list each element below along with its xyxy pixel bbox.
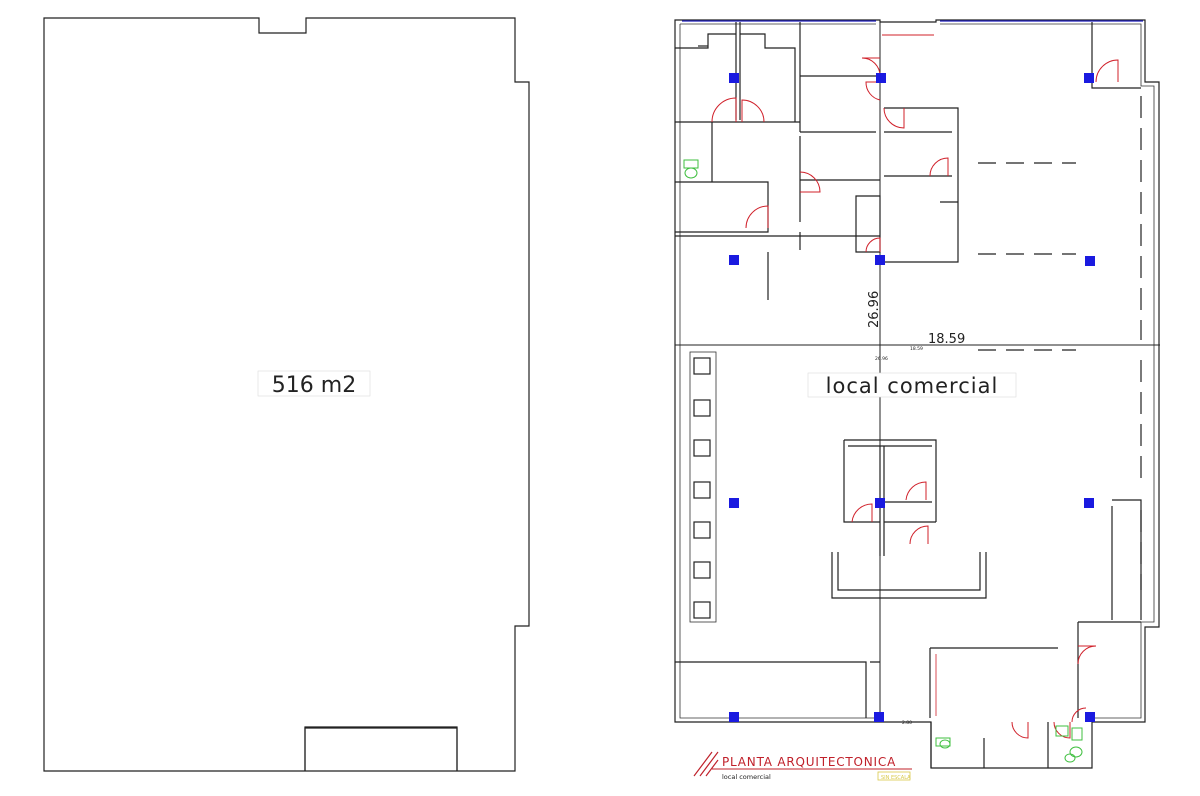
- toilet-icon: [683, 159, 699, 179]
- upper-left-rooms: [675, 22, 1141, 300]
- drawing-title: PLANTA ARQUITECTONICA: [722, 755, 896, 769]
- column: [1085, 712, 1095, 722]
- area-label: 516 m2: [272, 373, 356, 398]
- lower-rooms: [675, 499, 1142, 768]
- toilet-icon: [1064, 727, 1083, 763]
- column: [729, 712, 739, 722]
- scale-note: SIN ESCALA: [881, 775, 911, 781]
- dashed-lines: [978, 96, 1142, 590]
- toilet-fixtures: [683, 159, 1083, 763]
- dimension-vertical: 26.96: [867, 291, 882, 328]
- site-outline-bottom: [304, 727, 458, 771]
- north-arrow-icon: [693, 751, 719, 777]
- inner-wall-offset: [679, 23, 1155, 719]
- column: [729, 498, 739, 508]
- column: [875, 498, 885, 508]
- column: [1084, 73, 1094, 83]
- column: [875, 255, 885, 265]
- column: [876, 73, 886, 83]
- column: [1084, 498, 1094, 508]
- area-label-box: [257, 370, 371, 397]
- drawing-subtitle: local comercial: [722, 773, 771, 781]
- column: [729, 255, 739, 265]
- column: [729, 73, 739, 83]
- scale-box: [877, 771, 911, 781]
- column: [874, 712, 884, 722]
- doors: [711, 57, 1119, 739]
- room-label-box: [807, 372, 1017, 398]
- floor-plan: 26.96 18.59 26.96 18.59 2.80 local comer…: [674, 19, 1160, 769]
- left-panels: [689, 351, 717, 623]
- room-label: local comercial: [826, 374, 999, 398]
- dimension-horizontal: 18.59: [928, 332, 965, 347]
- site-plan: 516 m2: [43, 17, 530, 772]
- toilet-icon: [935, 737, 951, 749]
- columns: [729, 73, 1095, 722]
- central-core: [831, 439, 987, 599]
- dimension-horizontal-small: 18.59: [910, 346, 923, 352]
- column: [1085, 256, 1095, 266]
- dimension-vertical-small: 26.96: [875, 356, 888, 362]
- title-block: PLANTA ARQUITECTONICA local comercial SI…: [693, 751, 912, 781]
- dimension-bottom-small: 2.80: [902, 720, 912, 726]
